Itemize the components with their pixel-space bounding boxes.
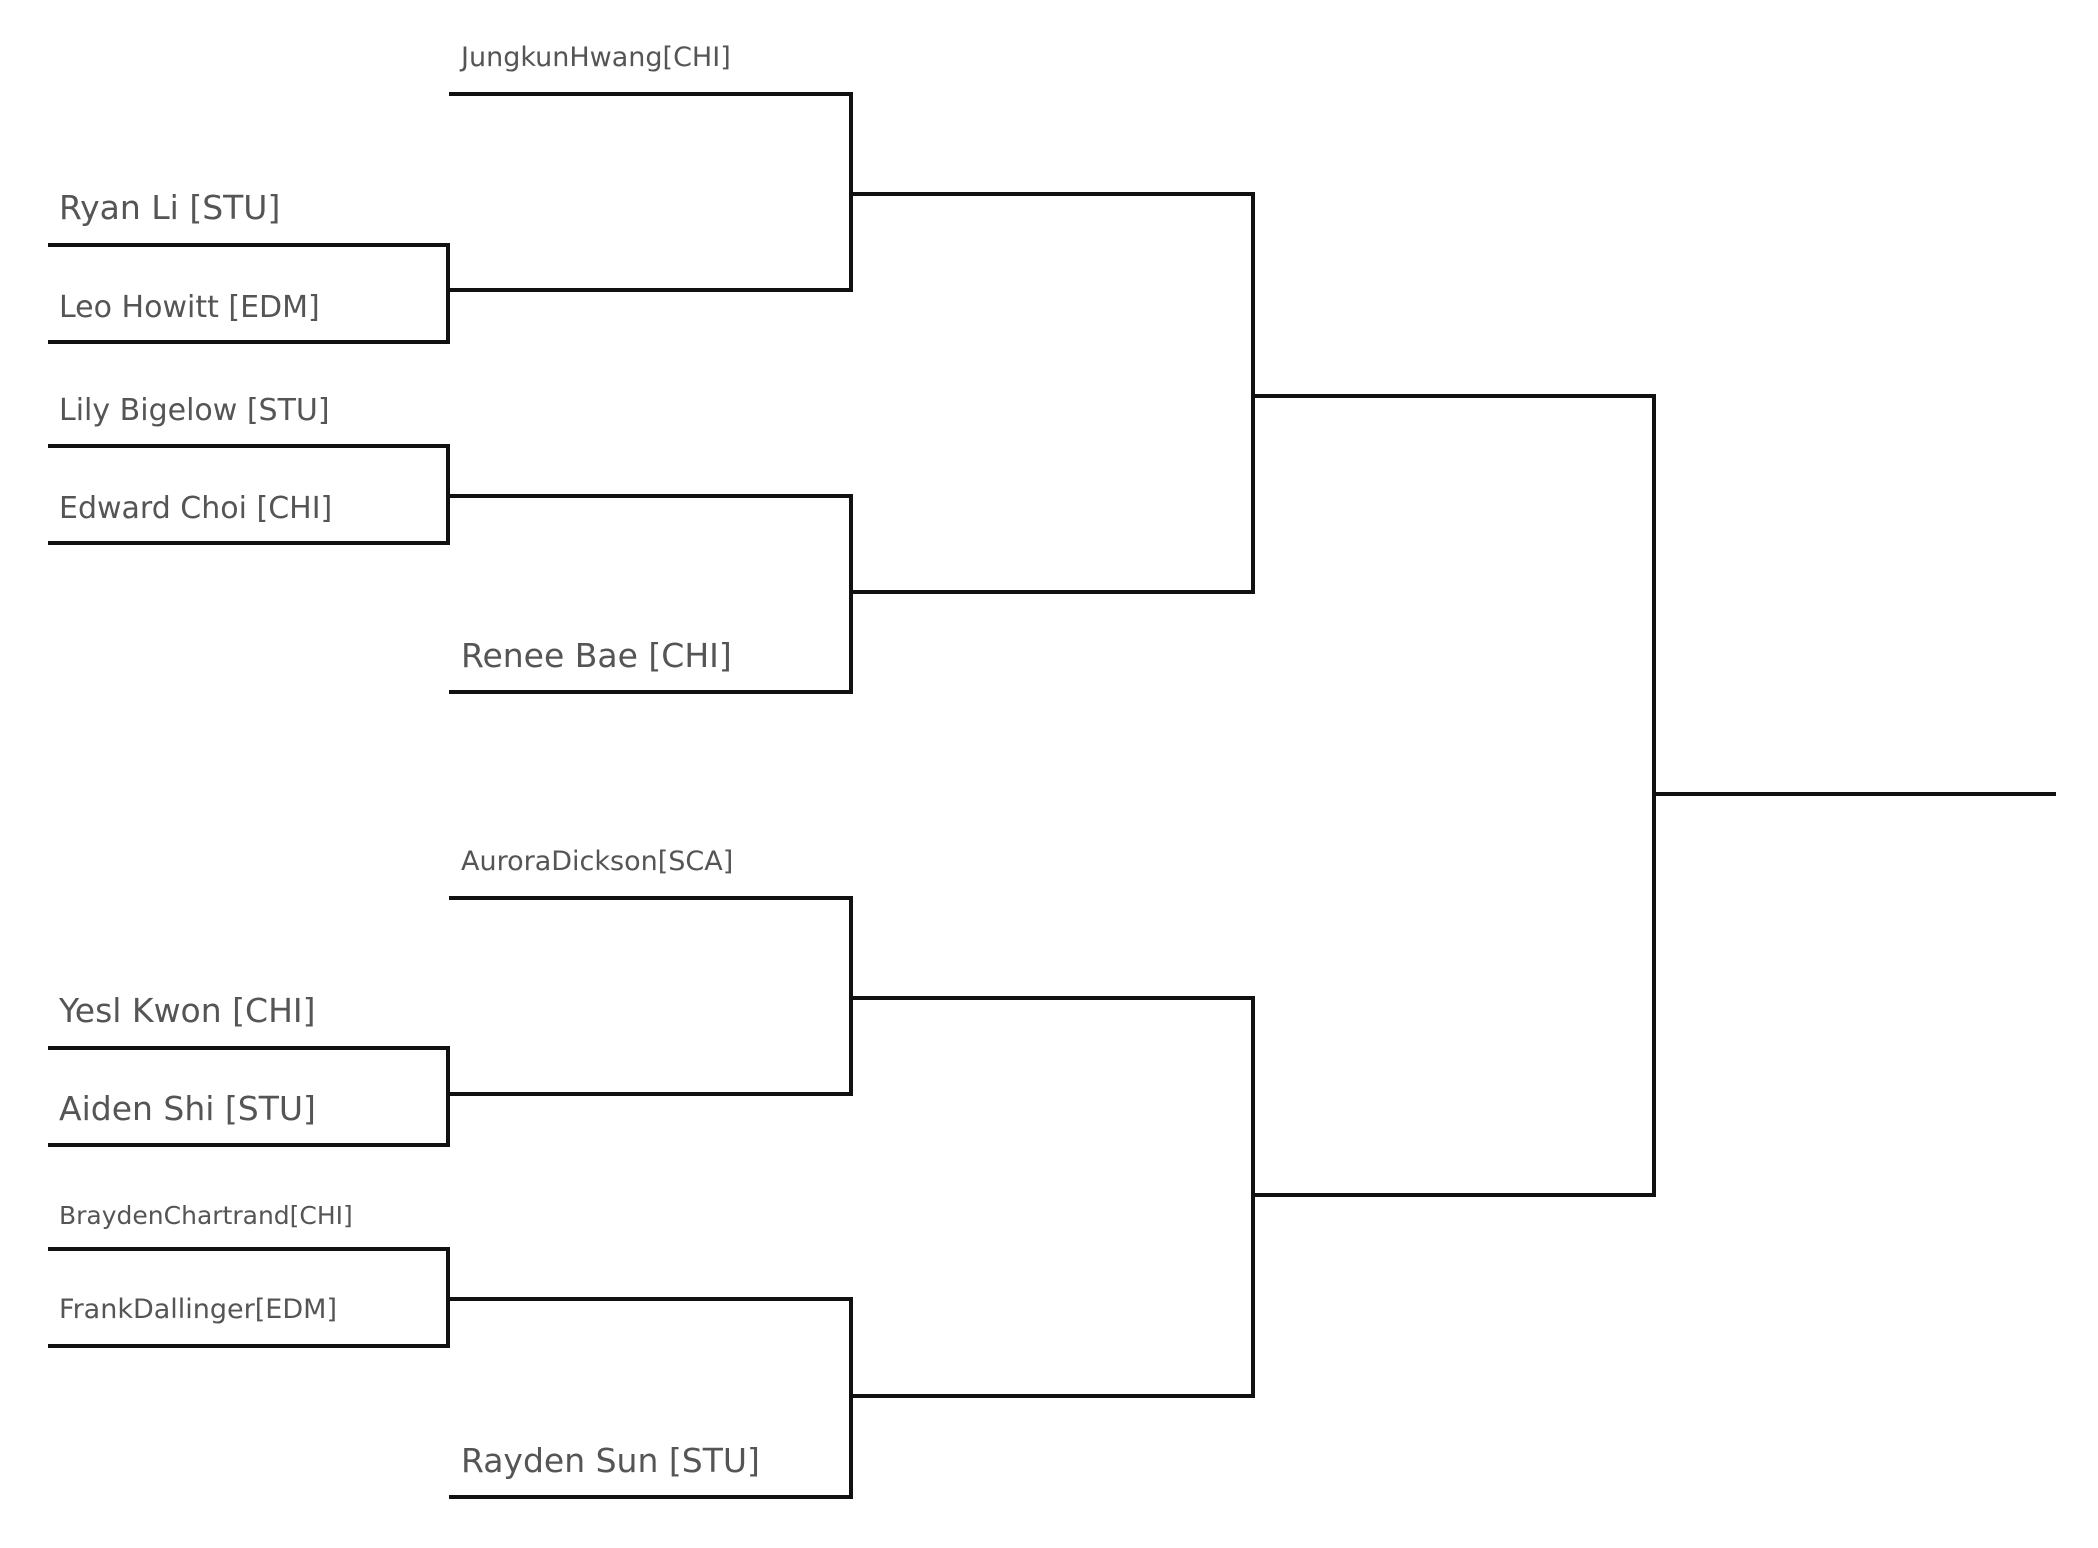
r2-match-jungkun-line	[449, 92, 853, 292]
player-name: Rayden Sun [STU]	[461, 1441, 760, 1480]
player-name: Ryan Li [STU]	[59, 188, 280, 227]
player-name: Edward Choi [CHI]	[59, 491, 332, 526]
player-name: JungkunHwang[CHI]	[459, 42, 731, 73]
r2-match-rayden-line	[449, 1297, 853, 1499]
r1-match-yesl-aiden-line	[48, 1046, 450, 1147]
player-name: Yesl Kwon [CHI]	[58, 991, 316, 1030]
player-name: Lily Bigelow [STU]	[59, 393, 330, 428]
player-name: Aiden Shi [STU]	[59, 1089, 316, 1128]
player-name: Leo Howitt [EDM]	[59, 290, 320, 325]
r2-match-renee-line	[449, 494, 853, 694]
player-name: Renee Bae [CHI]	[461, 636, 732, 675]
r2-match-aurora-line	[449, 896, 853, 1096]
player-name: AuroraDickson[SCA]	[461, 846, 733, 877]
player-name: FrankDallinger[EDM]	[59, 1294, 337, 1325]
player-name: BraydenChartrand[CHI]	[59, 1201, 353, 1230]
r1-match-ryan-leo-line	[48, 243, 450, 344]
